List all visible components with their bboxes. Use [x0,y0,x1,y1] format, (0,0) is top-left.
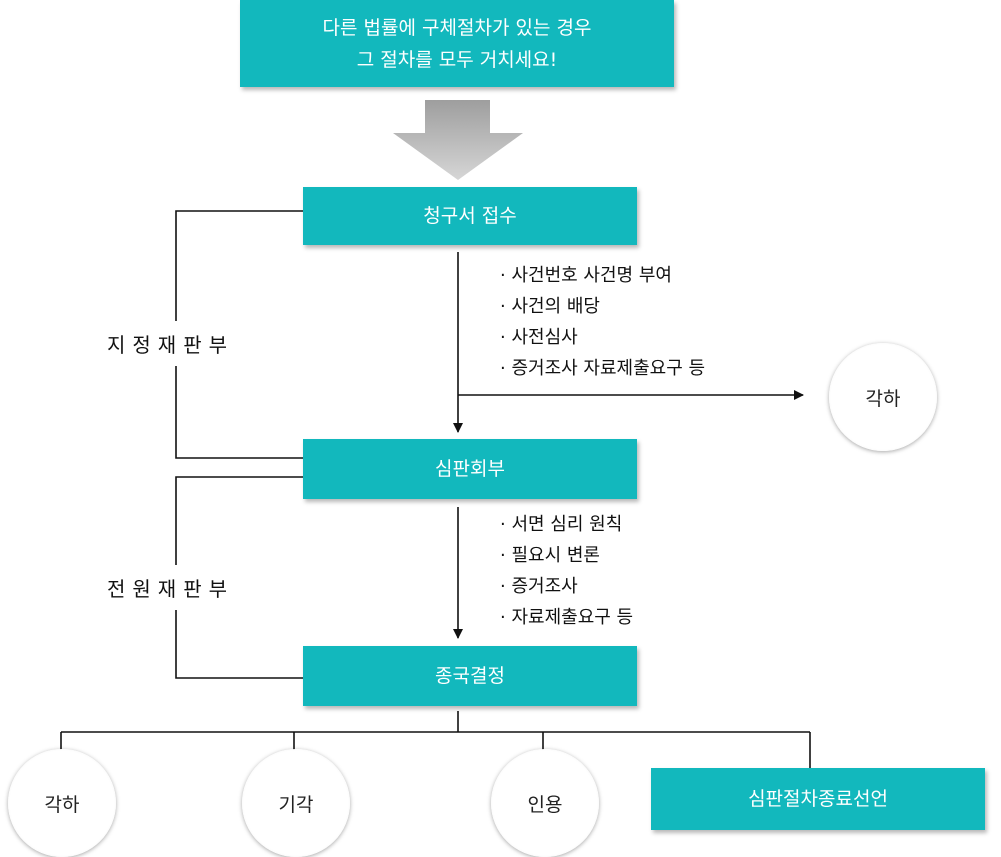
label-designated-panel: 지정재판부 [97,321,240,366]
outcome-dismiss-top: 각하 [829,343,937,451]
node-referral: 심판회부 [303,439,637,499]
node-receipt: 청구서 접수 [303,187,637,245]
outcome-dismiss: 각하 [8,749,116,857]
step-item: 자료제출요구 등 [500,602,633,633]
step-item: 사건번호 사건명 부여 [500,260,705,291]
notice-line-2: 그 절차를 모두 거치세요! [356,48,558,71]
label-full-bench: 전원재판부 [97,565,240,610]
step-item: 사전심사 [500,322,705,353]
steps-after-receipt: 사건번호 사건명 부여 사건의 배당 사전심사 증거조사 자료제출요구 등 [500,260,705,384]
outcome-accept: 인용 [491,749,599,857]
node-end-declaration: 심판절차종료선언 [651,768,985,830]
big-down-arrow-icon [393,100,523,180]
step-item: 증거조사 자료제출요구 등 [500,353,705,384]
notice-line-1: 다른 법률에 구체절차가 있는 경우 [322,16,592,39]
step-item: 필요시 변론 [500,540,633,571]
steps-after-referral: 서면 심리 원칙 필요시 변론 증거조사 자료제출요구 등 [500,509,633,633]
outcome-reject: 기각 [242,749,350,857]
step-item: 증거조사 [500,571,633,602]
step-item: 서면 심리 원칙 [500,509,633,540]
node-final: 종국결정 [303,646,637,706]
step-item: 사건의 배당 [500,291,705,322]
notice-banner: 다른 법률에 구체절차가 있는 경우 그 절차를 모두 거치세요! [240,0,674,87]
